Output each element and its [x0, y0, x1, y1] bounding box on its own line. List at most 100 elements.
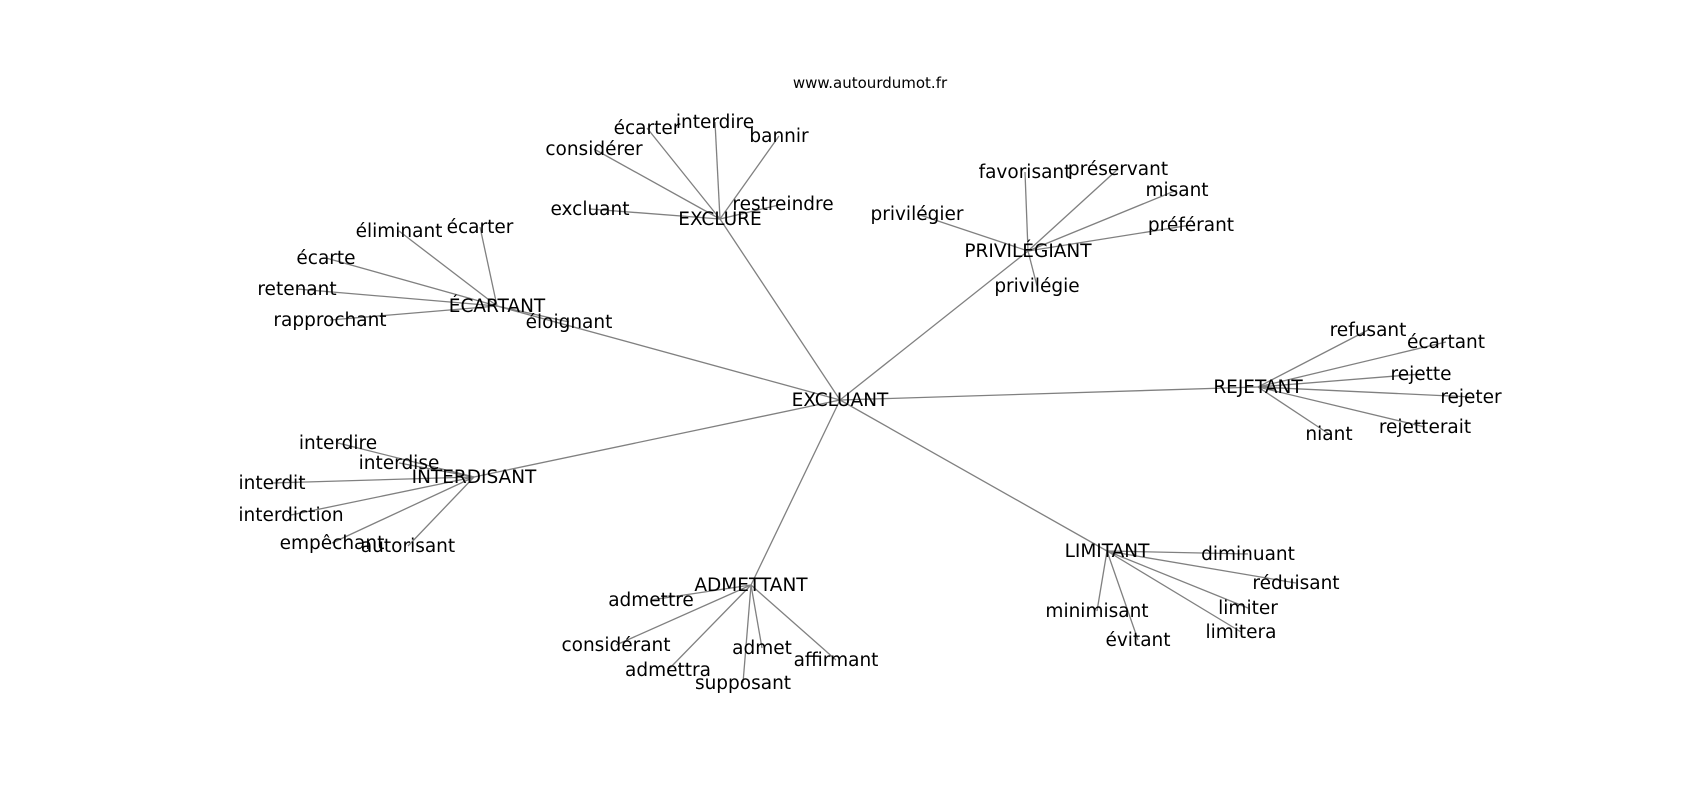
word-node: considérer [545, 139, 643, 160]
edge-hub-to-word [719, 203, 784, 220]
hub-node: LIMITANT [1065, 541, 1151, 562]
word-node: considérant [561, 635, 670, 656]
edge-hub-to-word [496, 305, 570, 323]
word-node: privilégier [871, 204, 964, 225]
edge-hub-to-word [589, 208, 721, 220]
edge-hub-to-word [667, 584, 752, 671]
edge-hub-to-word [325, 257, 498, 307]
edge-hub-to-word [1257, 386, 1472, 398]
edge-hub-to-word [650, 584, 752, 601]
word-node: écarte [296, 248, 355, 269]
word-node: misant [1145, 180, 1208, 201]
edges [271, 121, 1472, 684]
word-node: interdire [676, 112, 754, 133]
edge-hub-to-word [331, 476, 475, 544]
edge-hub-to-word [1106, 550, 1249, 555]
word-node: admet [732, 638, 792, 659]
word-node: limitera [1205, 622, 1276, 643]
word-node: rejette [1391, 364, 1452, 385]
edge-center-to-hub [750, 399, 841, 586]
word-node: écarter [614, 118, 681, 139]
word-node: réduisant [1252, 573, 1339, 594]
word-node: autorisant [361, 536, 455, 557]
edge-hub-to-word [615, 584, 752, 646]
edge-hub-to-word [398, 230, 498, 307]
edge-hub-to-word [337, 442, 475, 478]
edge-hub-to-word [646, 127, 721, 220]
word-node: interdit [239, 473, 306, 494]
edge-hub-to-word [1096, 550, 1108, 612]
word-node: écarter [447, 217, 514, 238]
edge-hub-to-word [1106, 550, 1242, 633]
word-node: rapprochant [273, 310, 386, 331]
edge-hub-to-word [1257, 386, 1426, 428]
edge-center-to-hub [719, 218, 841, 401]
hub-node: REJETANT [1213, 377, 1303, 398]
edge-hub-to-word [1027, 189, 1178, 252]
hub-node: INTERDISANT [412, 467, 537, 488]
edge-hub-to-word [719, 135, 780, 220]
edge-hub-to-word [479, 226, 498, 307]
edge-hub-to-word [1106, 550, 1297, 584]
source-label: www.autourdumot.fr [793, 74, 948, 92]
edge-hub-to-word [1027, 250, 1038, 287]
center-node: EXCLUANT [792, 390, 889, 411]
word-node: admettre [608, 590, 694, 611]
edge-center-to-hub [496, 305, 841, 401]
hub-node: EXCLURE [678, 209, 761, 230]
edge-center-to-hub [839, 386, 1259, 401]
edge-hub-to-word [1027, 224, 1192, 252]
word-node: limiter [1218, 598, 1278, 619]
edge-hub-to-word [1106, 550, 1139, 641]
word-node: retenant [257, 279, 336, 300]
word-node: restreindre [732, 194, 833, 215]
edge-hub-to-word [1257, 341, 1447, 388]
word-node: minimisant [1045, 601, 1148, 622]
word-node: supposant [695, 673, 791, 694]
word-node: diminuant [1201, 544, 1295, 565]
word-node: excluant [550, 199, 629, 220]
edge-hub-to-word [290, 476, 475, 516]
word-node: empêchant [280, 533, 385, 554]
word-node: interdise [359, 453, 440, 474]
edge-hub-to-word [714, 121, 721, 220]
word-node: niant [1305, 424, 1352, 445]
edge-center-to-hub [839, 250, 1029, 401]
word-node: rejeter [1440, 387, 1502, 408]
word-node: évitant [1105, 630, 1170, 651]
word-node: affirmant [794, 650, 879, 671]
word-node: favorisant [979, 162, 1072, 183]
edge-hub-to-word [916, 213, 1029, 252]
edge-hub-to-word [296, 288, 498, 307]
edge-center-to-hub [473, 399, 841, 478]
edge-hub-to-word [742, 584, 752, 684]
edge-hub-to-word [750, 584, 837, 661]
hub-node: ÉCARTANT [449, 295, 546, 317]
word-node: éloignant [526, 312, 613, 333]
edge-hub-to-word [1257, 329, 1369, 388]
hub-node: ADMETTANT [694, 575, 808, 596]
edge-hub-to-word [1024, 171, 1029, 252]
word-node: rejetterait [1379, 417, 1471, 438]
hub-node: PRIVILÉGIANT [964, 240, 1092, 262]
edge-hub-to-word [1257, 373, 1422, 388]
labels: EXCLUANTEXCLUREexcluantconsidérerécarter… [238, 112, 1502, 694]
edge-hub-to-word [1106, 550, 1249, 609]
edge-center-to-hub [839, 399, 1108, 552]
edge-hub-to-word [1027, 168, 1119, 252]
word-node: interdiction [238, 505, 343, 526]
word-node: refusant [1330, 320, 1407, 341]
edge-hub-to-word [329, 305, 498, 321]
word-node: privilégie [994, 276, 1079, 297]
edge-hub-to-word [593, 148, 721, 220]
edge-hub-to-word [398, 462, 475, 478]
word-node: interdire [299, 433, 377, 454]
word-node: admettra [625, 660, 711, 681]
word-node: éliminant [356, 221, 443, 242]
word-node: préférant [1148, 215, 1234, 236]
edge-hub-to-word [407, 476, 475, 547]
edge-hub-to-word [750, 584, 763, 649]
word-node: bannir [749, 126, 809, 147]
edge-hub-to-word [271, 476, 475, 484]
word-node: écartant [1407, 332, 1485, 353]
